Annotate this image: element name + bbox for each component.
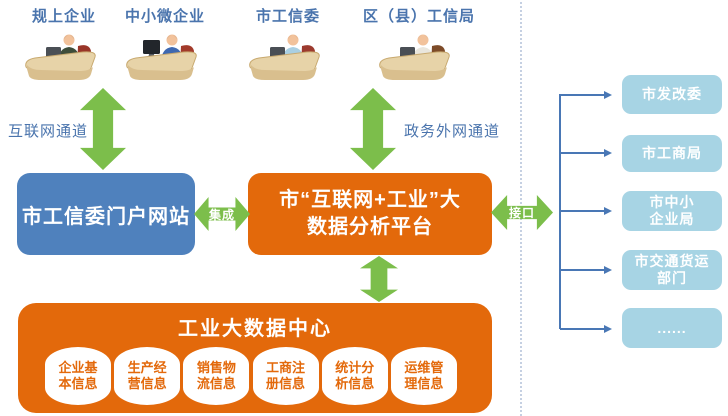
interface-arrow: 接口: [491, 195, 553, 230]
gov-extranet-channel-label: 政务外网通道: [404, 123, 501, 140]
database-cylinder: 统计分 析信息: [321, 347, 388, 405]
database-cylinder: 生产经 营信息: [114, 347, 181, 405]
integration-arrow: 集成: [194, 197, 250, 231]
dept-box-industry-commerce: 市工商局: [622, 135, 722, 172]
database-cylinder: 运维管 理信息: [390, 347, 457, 405]
person-at-desk-icon: [249, 34, 320, 80]
person-at-desk-icon: [126, 34, 197, 80]
dept-box-ellipsis: ......: [622, 308, 722, 348]
dept-box-sme-bureau: 市中小 企业局: [622, 191, 722, 231]
branch-arrow: [560, 91, 612, 99]
database-cylinder: 企业基 本信息: [45, 347, 111, 405]
person-at-desk-icon: [25, 34, 96, 80]
industry-bigdata-center-box: 工业大数据中心 企业基 本信息 生产经 营信息 销售物 流信息 工商注 册信息 …: [18, 303, 492, 413]
database-row: 企业基 本信息 生产经 营信息 销售物 流信息 工商注 册信息 统计分 析信息 …: [45, 347, 457, 405]
dept-box-development-reform: 市发改委: [622, 75, 722, 114]
portal-website-box: 市工信委门户网站: [17, 173, 195, 255]
database-cylinder: 销售物 流信息: [183, 347, 250, 405]
entity-label: 中小微企业: [124, 8, 205, 25]
person-at-desk-icon: [379, 34, 450, 80]
entity-city-industry-it-commission: 市工信委: [233, 5, 343, 84]
internet-channel-label: 互联网通道: [8, 123, 89, 140]
branch-arrow: [560, 266, 612, 274]
entity-small-medium-enterprises: 中小微企业: [110, 5, 220, 84]
branch-arrow: [560, 325, 612, 333]
gov-extranet-channel-arrow: [350, 88, 396, 170]
entity-label: 区（县）工信局: [363, 8, 476, 25]
branch-arrow: [560, 149, 612, 157]
entity-district-county-bureau: 区（县）工信局: [363, 5, 476, 84]
entity-label: 规上企业: [31, 8, 96, 25]
dept-box-transport-freight: 市交通货运 部门: [622, 250, 722, 290]
branch-arrow: [560, 207, 612, 215]
bigdata-platform-box: 市“互联网+工业”大 数据分析平台: [248, 173, 492, 255]
entity-large-enterprises: 规上企业: [9, 5, 119, 84]
entity-label: 市工信委: [255, 8, 320, 25]
data-center-title: 工业大数据中心: [178, 318, 332, 340]
database-cylinder: 工商注 册信息: [252, 347, 319, 405]
platform-datacenter-arrow: [360, 256, 398, 302]
